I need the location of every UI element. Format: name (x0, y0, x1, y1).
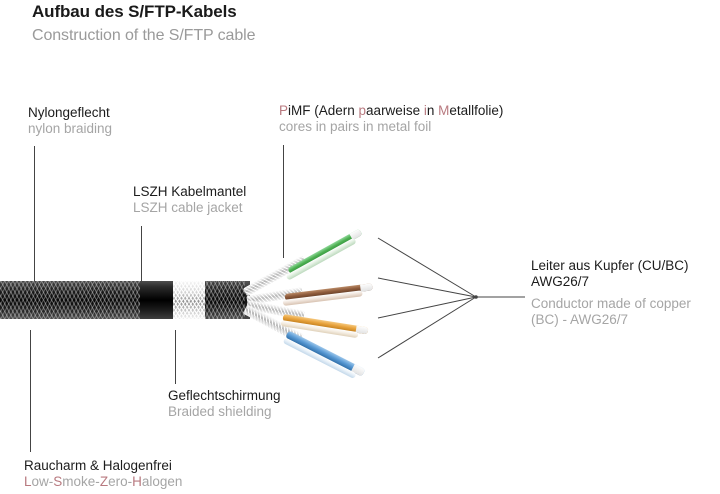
lszh-highlight-z: Z (99, 474, 109, 489)
callout-braided-shielding-en: Braided shielding (168, 404, 272, 419)
callout-lszh-smoke-de: Raucharm & Halogenfrei (24, 458, 172, 473)
page-title-de: Aufbau des S/FTP-Kabels (32, 2, 237, 21)
callout-lszh-jacket-de: LSZH Kabelmantel (133, 184, 247, 199)
callout-lszh-jacket: LSZH Kabelmantel LSZH cable jacket (133, 184, 246, 216)
cable-segment-foil-shield (173, 281, 205, 319)
pimf-highlight-f: M (438, 103, 450, 118)
pimf-highlight-m: i (423, 103, 427, 118)
lszh-highlight-s: S (53, 474, 63, 489)
callout-nylon-braiding-en: nylon braiding (28, 121, 113, 136)
callout-conductor-en-line2: (BC) - AWG26/7 (531, 312, 629, 327)
leader-line-conductor-3 (377, 296, 477, 319)
callout-pimf: PiMF (Adern paarweise in Metallfolie) co… (279, 103, 503, 135)
callout-conductor-de-line2: AWG26/7 (531, 274, 590, 289)
leader-line-conductor-1 (377, 237, 477, 298)
leader-line-conductor-2 (377, 277, 477, 298)
cable-segment-lszh-jacket (140, 281, 173, 319)
cable-segment-nylon-braid (0, 281, 140, 319)
callout-conductor: Leiter aus Kupfer (CU/BC) AWG26/7 Conduc… (531, 258, 691, 328)
callout-conductor-de-line1: Leiter aus Kupfer (CU/BC) (531, 258, 689, 273)
pimf-highlight-p: P (279, 103, 289, 118)
page-title-en: Construction of the S/FTP cable (32, 27, 256, 44)
callout-pimf-en: cores in pairs in metal foil (279, 119, 432, 134)
leader-line-conductor-4 (377, 296, 477, 359)
pimf-highlight-i: p (358, 103, 367, 118)
callout-nylon-braiding-de: Nylongeflecht (28, 105, 110, 120)
callout-pimf-de: PiMF (Adern paarweise in Metallfolie) (279, 103, 504, 118)
callout-lszh-smoke: Raucharm & Halogenfrei Low-Smoke-Zero-Ha… (24, 458, 182, 490)
callout-conductor-en-line1: Conductor made of copper (531, 296, 691, 311)
lszh-highlight-l: L (24, 474, 32, 489)
callout-lszh-jacket-en: LSZH cable jacket (133, 200, 243, 215)
callout-nylon-braiding: Nylongeflecht nylon braiding (28, 105, 112, 137)
cable-segment-braided-shield (205, 281, 250, 319)
callout-braided-shielding: Geflechtschirmung Braided shielding (168, 388, 281, 420)
lszh-highlight-h: H (132, 474, 142, 489)
callout-lszh-smoke-en: Low-Smoke-Zero-Halogen (24, 474, 183, 489)
callout-braided-shielding-de: Geflechtschirmung (168, 388, 281, 403)
leader-line-conductor-node (474, 295, 478, 299)
